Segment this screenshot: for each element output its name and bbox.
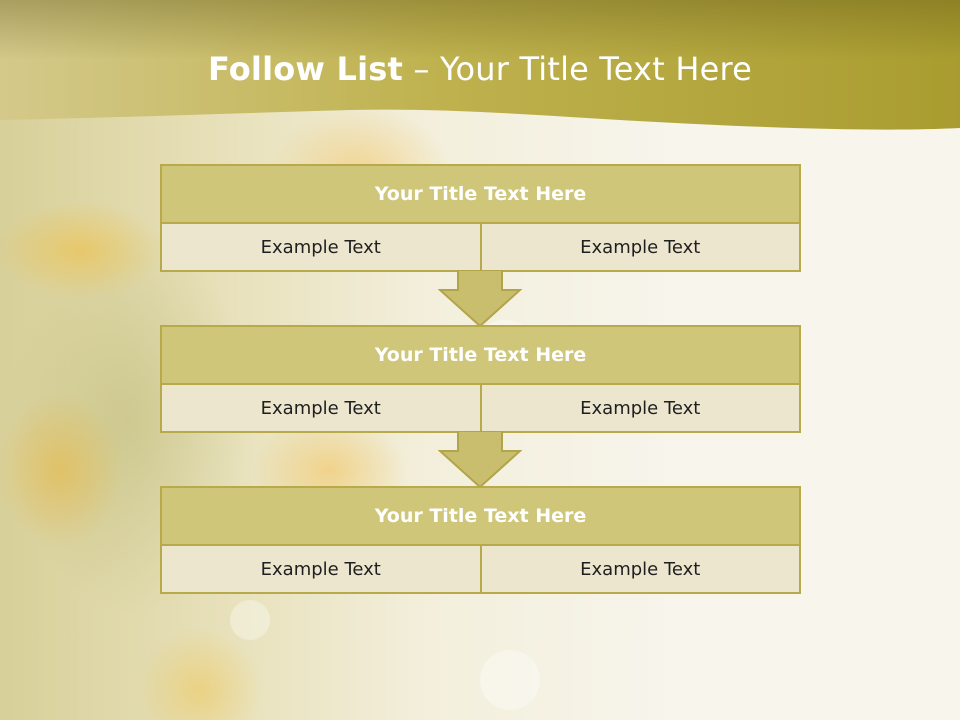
flow-block-row: Example Text Example Text xyxy=(162,385,799,431)
flow-block-cell-left: Example Text xyxy=(162,546,480,592)
header-band xyxy=(0,0,960,130)
down-arrow-icon xyxy=(438,270,522,328)
flow-block-cell-right: Example Text xyxy=(479,546,799,592)
flow-block-title: Your Title Text Here xyxy=(162,166,799,224)
title-bold: Follow List xyxy=(207,50,404,88)
bokeh-light xyxy=(480,650,540,710)
flow-block-cell-left: Example Text xyxy=(162,385,480,431)
flow-block-row: Example Text Example Text xyxy=(162,546,799,592)
title-rest: – Your Title Text Here xyxy=(403,50,753,88)
flow-block-cell-right: Example Text xyxy=(479,385,799,431)
flow-block-1: Your Title Text Here Example Text Exampl… xyxy=(160,164,801,272)
flow-block-3: Your Title Text Here Example Text Exampl… xyxy=(160,486,801,594)
flow-block-title: Your Title Text Here xyxy=(162,488,799,546)
flow-block-title: Your Title Text Here xyxy=(162,327,799,385)
flow-block-cell-left: Example Text xyxy=(162,224,480,270)
slide-title: Follow List – Your Title Text Here xyxy=(0,50,960,88)
flow-block-cell-right: Example Text xyxy=(479,224,799,270)
down-arrow-icon xyxy=(438,431,522,489)
flow-block-2: Your Title Text Here Example Text Exampl… xyxy=(160,325,801,433)
flow-block-row: Example Text Example Text xyxy=(162,224,799,270)
bokeh-light xyxy=(230,600,270,640)
